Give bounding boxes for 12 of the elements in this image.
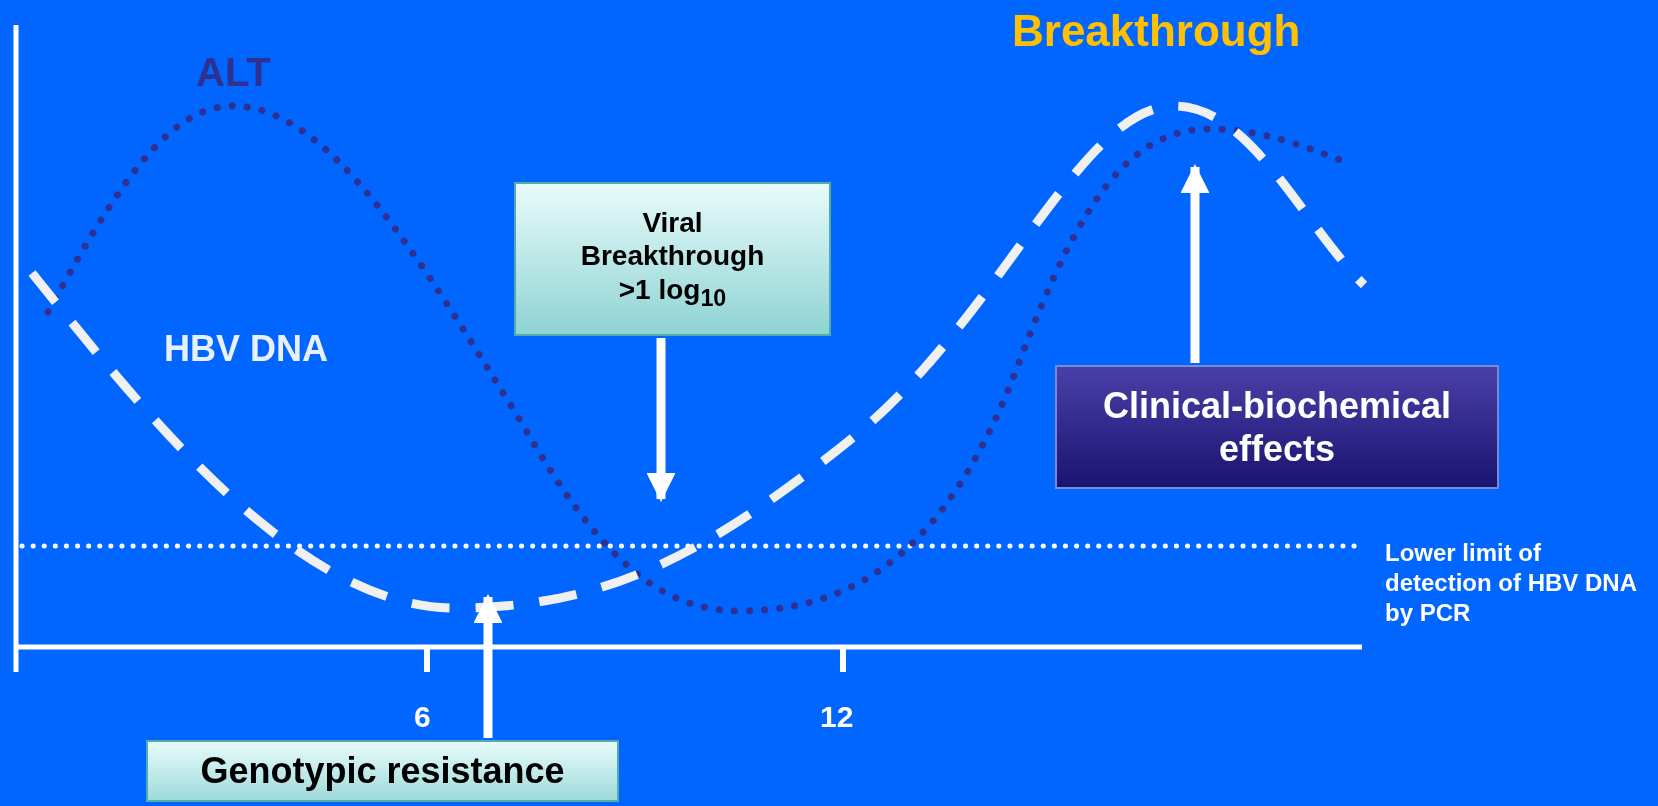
callout-box: Clinical-biochemical effects [1055,365,1499,489]
curve-label: ALT [196,50,271,95]
tick-label: 6 [414,700,431,734]
arrow [1180,164,1210,363]
arrow [646,338,676,502]
callout-box: Viral Breakthrough >1 log$_{10}$ [514,182,831,336]
line-label: Lower limit of detection of HBV DNA by PCR [1385,538,1638,628]
callout-box: Genotypic resistance [146,740,619,802]
arrow [473,594,503,738]
heading: Breakthrough [1012,6,1301,56]
tick-label: 12 [820,700,854,734]
curve-label: HBV DNA [164,328,328,370]
